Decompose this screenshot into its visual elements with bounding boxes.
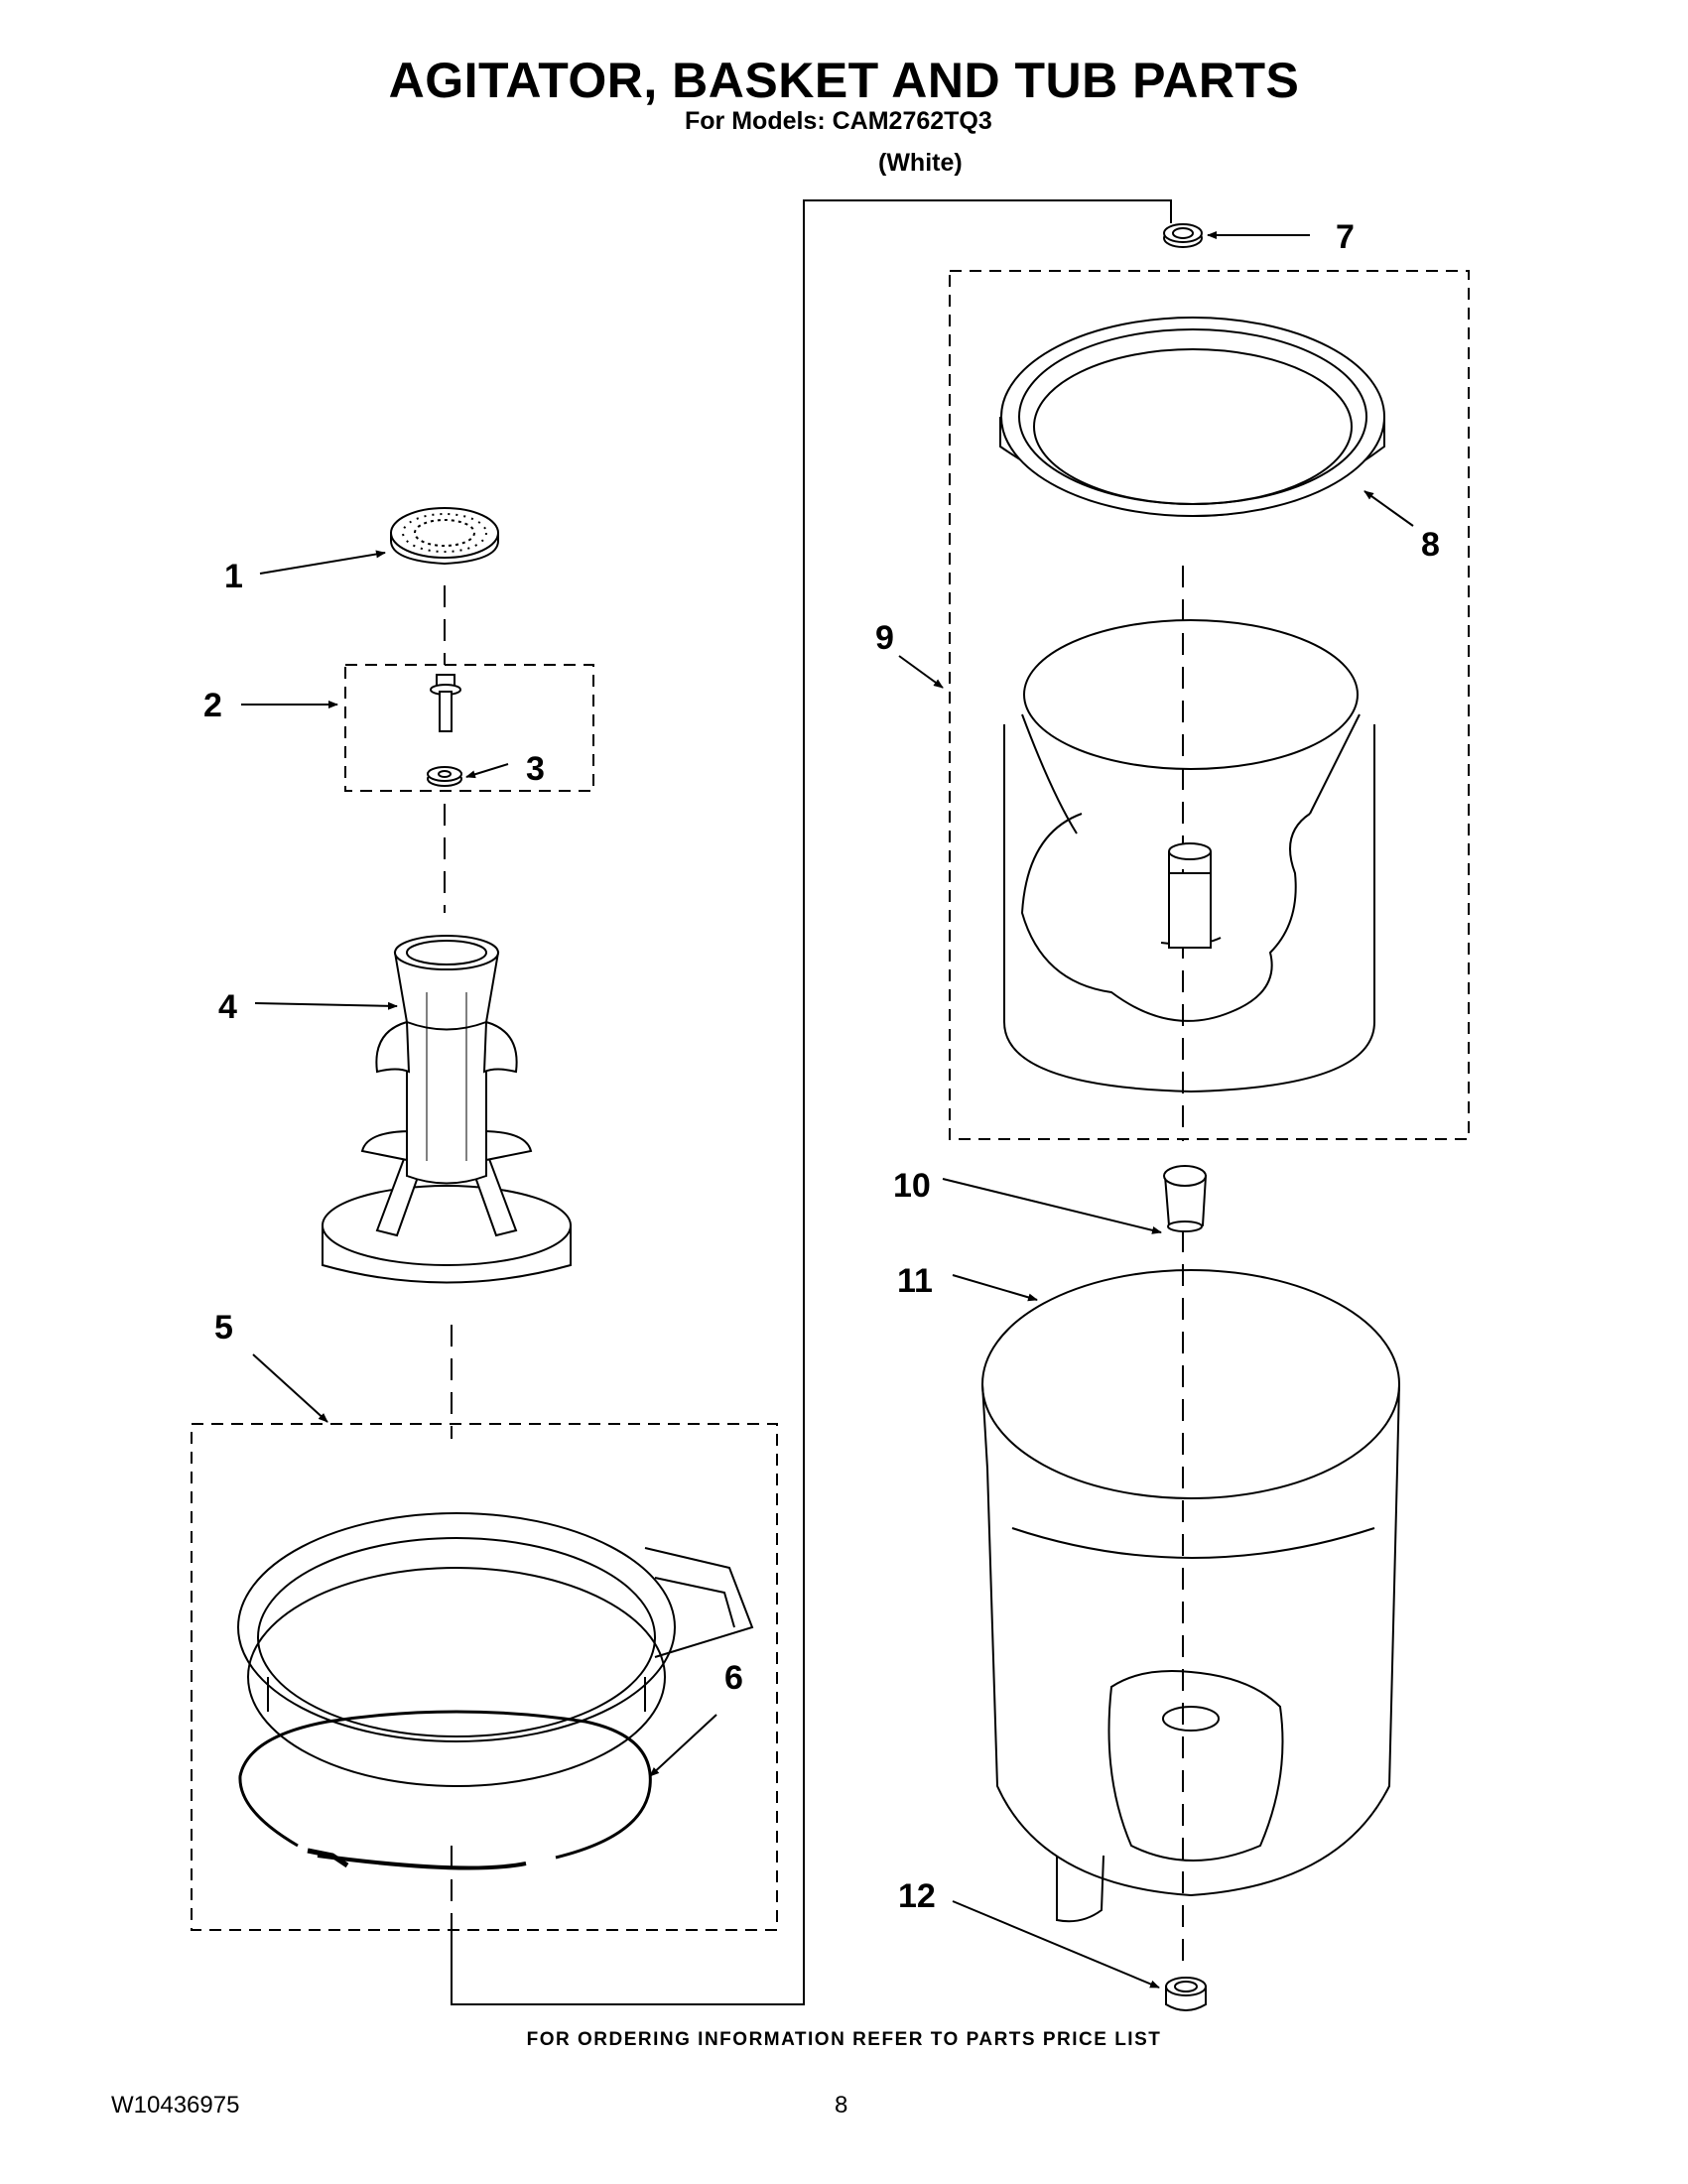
agitator-bolt-part-2: [430, 674, 461, 732]
tub-bearing-part-10: [1163, 1165, 1208, 1232]
callout-6: 6: [724, 1659, 743, 1697]
basket-ring-part-8: [999, 317, 1385, 517]
ordering-info-note: FOR ORDERING INFORMATION REFER TO PARTS …: [526, 2029, 1162, 2050]
color-line: (White): [878, 149, 963, 177]
callout-12: 12: [898, 1877, 936, 1915]
callout-labels: 1 2 3 4 5 6 7 8 9 10 11 12: [203, 218, 1440, 1915]
group-box-part-2: [344, 664, 594, 792]
basket-part-9: [1003, 619, 1375, 1093]
page-title: AGITATOR, BASKET AND TUB PARTS: [388, 53, 1300, 108]
balance-ring-part-5: [237, 1512, 754, 1787]
callout-3: 3: [526, 750, 545, 788]
leader-arrows: [241, 231, 1414, 1989]
kit-group-boxes: [191, 270, 1470, 1931]
assembly-connector-lines: [451, 199, 1172, 2005]
callout-4: 4: [218, 988, 237, 1026]
callout-8: 8: [1421, 526, 1440, 564]
group-box-part-5: [191, 1423, 778, 1931]
callout-1: 1: [224, 558, 243, 595]
document-number: W10436975: [111, 2092, 240, 2119]
ring-clamp-part-6: [238, 1710, 652, 1870]
page-number: 8: [835, 2092, 848, 2119]
drain-plug-part-12: [1165, 1977, 1207, 2011]
agitator-part-4: [322, 935, 572, 1284]
agitator-cap-part-1: [390, 507, 499, 566]
callout-9: 9: [875, 619, 894, 657]
group-box-part-9: [949, 270, 1470, 1140]
washer-part-3: [427, 766, 462, 787]
callout-7: 7: [1336, 218, 1355, 256]
outer-tub-part-11: [981, 1269, 1400, 1923]
spanner-nut-part-7: [1163, 223, 1203, 248]
callout-2: 2: [203, 687, 222, 724]
callout-10: 10: [893, 1167, 931, 1205]
models-line: For Models: CAM2762TQ3: [685, 107, 992, 135]
callout-11: 11: [897, 1262, 933, 1300]
callout-5: 5: [214, 1309, 233, 1347]
